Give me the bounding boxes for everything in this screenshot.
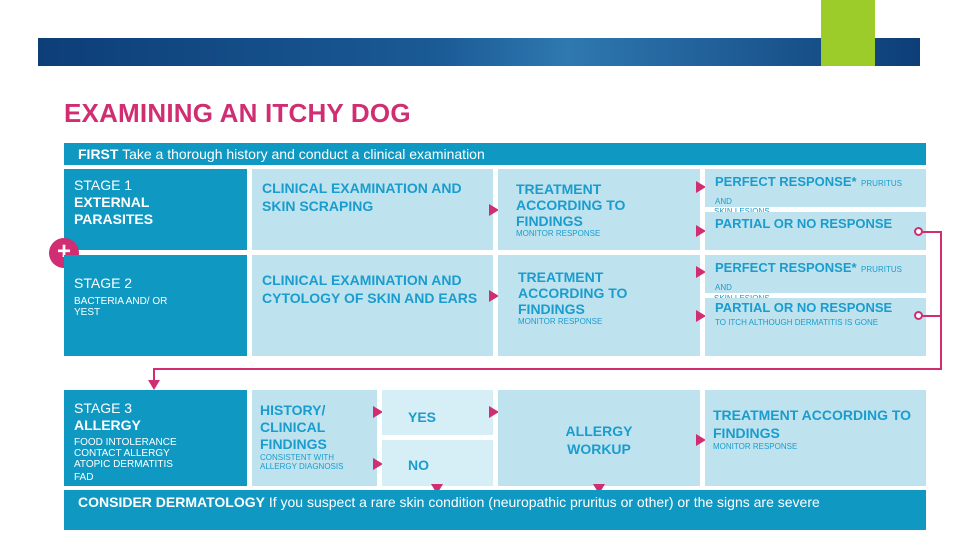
stage1-exam-text: CLINICAL EXAMINATION AND SKIN SCRAPING bbox=[262, 180, 462, 214]
stage1-exam-cell: CLINICAL EXAMINATION AND SKIN SCRAPING bbox=[252, 169, 493, 250]
stage1-perfect-note: PRURITUS AND bbox=[715, 179, 902, 206]
first-text: Take a thorough history and conduct a cl… bbox=[122, 146, 485, 162]
stage1-title-line1: STAGE 1 bbox=[74, 177, 133, 193]
stage2-title: STAGE 2 bbox=[74, 275, 133, 291]
dermatology-bar: CONSIDER DERMATOLOGY If you suspect a ra… bbox=[64, 490, 926, 530]
arrow-right-icon bbox=[489, 290, 499, 302]
no-cell: NO bbox=[382, 440, 493, 486]
stage2-monitor-text: MONITOR RESPONSE bbox=[518, 317, 603, 326]
arrow-right-icon bbox=[373, 458, 383, 470]
stage3-title-line1: STAGE 3 bbox=[74, 400, 133, 416]
arrow-right-icon bbox=[696, 225, 706, 237]
connector-dot-icon bbox=[914, 227, 923, 236]
stage3-sub-4: FAD bbox=[74, 472, 94, 483]
stage3-sub-1: FOOD INTOLERANCE bbox=[74, 437, 177, 448]
stage3-history-text: HISTORY/ CLINICAL FINDINGS bbox=[260, 402, 327, 452]
connector-line bbox=[922, 231, 942, 233]
stage2-sub: BACTERIA AND/ OR YEST bbox=[74, 296, 168, 318]
yes-cell: YES bbox=[382, 390, 493, 435]
page-title: EXAMINING AN ITCHY DOG bbox=[64, 98, 411, 128]
stage1-perfect-note2: SKIN LESIONS bbox=[714, 207, 770, 216]
arrow-down-icon bbox=[593, 484, 605, 494]
stage1-perfect-cell: PERFECT RESPONSE* PRURITUS AND bbox=[705, 169, 926, 207]
stage1-title: STAGE 1 EXTERNAL PARASITES bbox=[74, 177, 237, 228]
stage2-treatment-cell: TREATMENT ACCORDING TO FINDINGS MONITOR … bbox=[498, 255, 700, 356]
dermatology-text: If you suspect a rare skin condition (ne… bbox=[268, 494, 820, 510]
stage3-treatment-text: TREATMENT ACCORDING TO FINDINGS bbox=[713, 407, 912, 441]
arrow-right-icon bbox=[696, 310, 706, 322]
stage1-title-line3: PARASITES bbox=[74, 211, 154, 227]
connector-line bbox=[940, 231, 942, 370]
connector-dot-icon bbox=[914, 311, 923, 320]
first-label: FIRST bbox=[78, 146, 119, 162]
arrow-right-icon bbox=[696, 181, 706, 193]
stage2-perfect-text: PERFECT RESPONSE* bbox=[715, 260, 857, 275]
allergy-workup-cell: ALLERGY WORKUP bbox=[498, 390, 700, 486]
arrow-right-icon bbox=[489, 204, 499, 216]
stage3-sub-3: ATOPIC DERMATITIS bbox=[74, 459, 173, 470]
stage3-treatment-cell: TREATMENT ACCORDING TO FINDINGS MONITOR … bbox=[705, 390, 926, 486]
stage3-box: STAGE 3 ALLERGY FOOD INTOLERANCE CONTACT… bbox=[64, 390, 247, 486]
stage3-title: STAGE 3 ALLERGY bbox=[74, 400, 237, 434]
stage2-exam-text: CLINICAL EXAMINATION AND CYTOLOGY OF SKI… bbox=[262, 272, 478, 306]
connector-line bbox=[922, 315, 942, 317]
stage3-sub-2: CONTACT ALLERGY bbox=[74, 448, 170, 459]
stage2-partial-cell: PARTIAL OR NO RESPONSE TO ITCH ALTHOUGH … bbox=[705, 298, 926, 356]
stage1-title-line2: EXTERNAL bbox=[74, 194, 150, 210]
arrow-right-icon bbox=[489, 406, 499, 418]
dermatology-label: CONSIDER DERMATOLOGY bbox=[78, 494, 265, 510]
arrow-down-icon bbox=[431, 484, 443, 494]
yes-text: YES bbox=[408, 409, 437, 425]
stage3-title-line2: ALLERGY bbox=[74, 417, 141, 433]
stage3-history-note: CONSISTENT WITH ALLERGY DIAGNOSIS bbox=[260, 453, 344, 471]
no-text: NO bbox=[408, 457, 429, 473]
arrow-right-icon bbox=[696, 266, 706, 278]
stage1-treatment-cell: TREATMENT ACCORDING TO FINDINGS MONITOR … bbox=[498, 169, 700, 250]
arrow-right-icon bbox=[373, 406, 383, 418]
arrow-right-icon bbox=[696, 434, 706, 446]
stage2-box: STAGE 2 BACTERIA AND/ OR YEST bbox=[64, 255, 247, 356]
arrow-down-icon bbox=[148, 380, 160, 390]
stage3-history-cell: HISTORY/ CLINICAL FINDINGS CONSISTENT WI… bbox=[252, 390, 377, 486]
accent-tab bbox=[821, 0, 875, 66]
stage1-partial-text: PARTIAL OR NO RESPONSE bbox=[715, 216, 893, 231]
stage2-perfect-cell: PERFECT RESPONSE* PRURITUS AND bbox=[705, 255, 926, 293]
stage2-partial-note: TO ITCH ALTHOUGH DERMATITIS IS GONE bbox=[715, 318, 879, 327]
stage1-perfect-text: PERFECT RESPONSE* bbox=[715, 174, 857, 189]
header-banner bbox=[38, 38, 920, 66]
connector-line bbox=[153, 368, 942, 370]
stage2-treatment-text: TREATMENT ACCORDING TO FINDINGS bbox=[518, 269, 628, 317]
first-step-bar: FIRST Take a thorough history and conduc… bbox=[64, 143, 926, 165]
stage1-box: STAGE 1 EXTERNAL PARASITES bbox=[64, 169, 247, 250]
connector-line bbox=[153, 368, 155, 382]
stage2-exam-cell: CLINICAL EXAMINATION AND CYTOLOGY OF SKI… bbox=[252, 255, 493, 356]
stage2-perfect-note: PRURITUS AND bbox=[715, 265, 902, 292]
stage1-partial-cell: PARTIAL OR NO RESPONSE bbox=[705, 212, 926, 250]
stage1-treatment-text: TREATMENT ACCORDING TO FINDINGS bbox=[516, 181, 626, 229]
stage1-monitor-text: MONITOR RESPONSE bbox=[516, 229, 601, 238]
stage3-monitor-text: MONITOR RESPONSE bbox=[713, 442, 798, 451]
allergy-workup-text: ALLERGY WORKUP bbox=[565, 423, 633, 457]
stage2-partial-text: PARTIAL OR NO RESPONSE bbox=[715, 300, 893, 315]
